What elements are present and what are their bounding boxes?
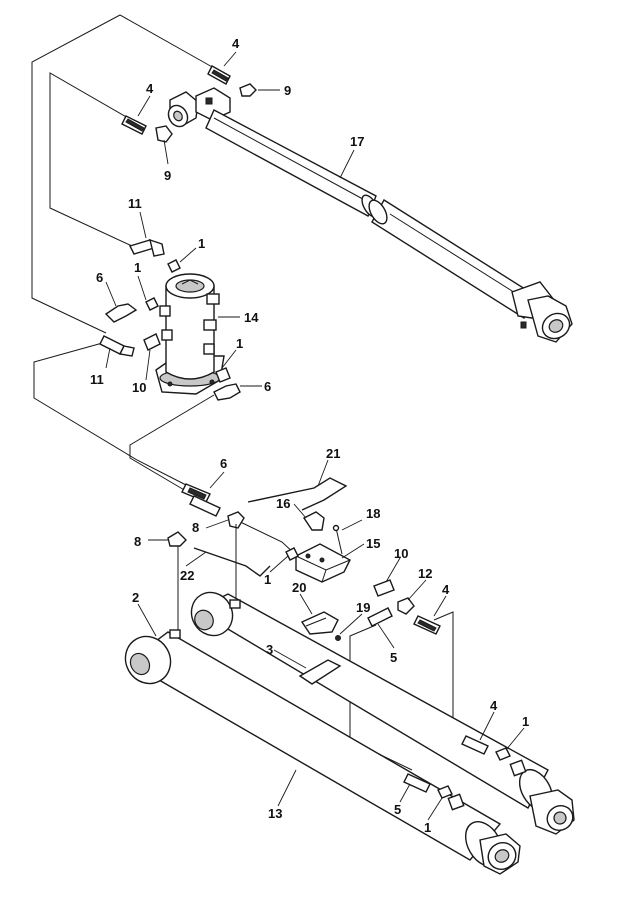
callout-2: 2 — [132, 590, 139, 605]
swivel-manifold — [155, 273, 225, 395]
hose-routing — [31, 14, 473, 771]
callout-3: 3 — [266, 642, 273, 657]
callout-8: 8 — [134, 534, 141, 549]
callout-14: 14 — [244, 310, 259, 325]
callout-6: 6 — [220, 456, 227, 471]
callout-5: 5 — [394, 802, 401, 817]
callout-18: 18 — [366, 506, 380, 521]
callout-6: 6 — [264, 379, 271, 394]
callout-4: 4 — [490, 698, 498, 713]
callout-1: 1 — [198, 236, 205, 251]
callout-11: 11 — [90, 372, 104, 387]
valve-assembly — [167, 477, 441, 641]
callout-15: 15 — [366, 536, 380, 551]
callout-9: 9 — [164, 168, 171, 183]
callout-1: 1 — [236, 336, 243, 351]
callout-17: 17 — [350, 134, 364, 149]
callout-8: 8 — [192, 520, 199, 535]
manifold-fittings — [99, 238, 241, 401]
callout-labels: 4 9 4 9 17 11 1 1 6 14 1 11 10 6 21 6 16… — [90, 36, 529, 835]
callout-1: 1 — [134, 260, 141, 275]
callout-13: 13 — [268, 806, 282, 821]
callout-19: 19 — [356, 600, 370, 615]
callout-16: 16 — [276, 496, 290, 511]
callout-12: 12 — [418, 566, 432, 581]
upper-cylinder-assembly — [167, 87, 573, 343]
callout-9: 9 — [284, 83, 291, 98]
callout-10: 10 — [132, 380, 146, 395]
callout-21: 21 — [326, 446, 340, 461]
callout-10: 10 — [394, 546, 408, 561]
callout-4: 4 — [232, 36, 240, 51]
lower-cylinders — [124, 591, 575, 875]
callout-20: 20 — [292, 580, 306, 595]
callout-22: 22 — [180, 568, 194, 583]
callout-1: 1 — [264, 572, 271, 587]
callout-4: 4 — [442, 582, 450, 597]
callout-1: 1 — [522, 714, 529, 729]
top-fittings — [121, 65, 257, 143]
callout-6: 6 — [96, 270, 103, 285]
leader-lines — [105, 51, 525, 821]
callout-5: 5 — [390, 650, 397, 665]
callout-1: 1 — [424, 820, 431, 835]
callout-11: 11 — [128, 196, 142, 211]
callout-4: 4 — [146, 81, 154, 96]
